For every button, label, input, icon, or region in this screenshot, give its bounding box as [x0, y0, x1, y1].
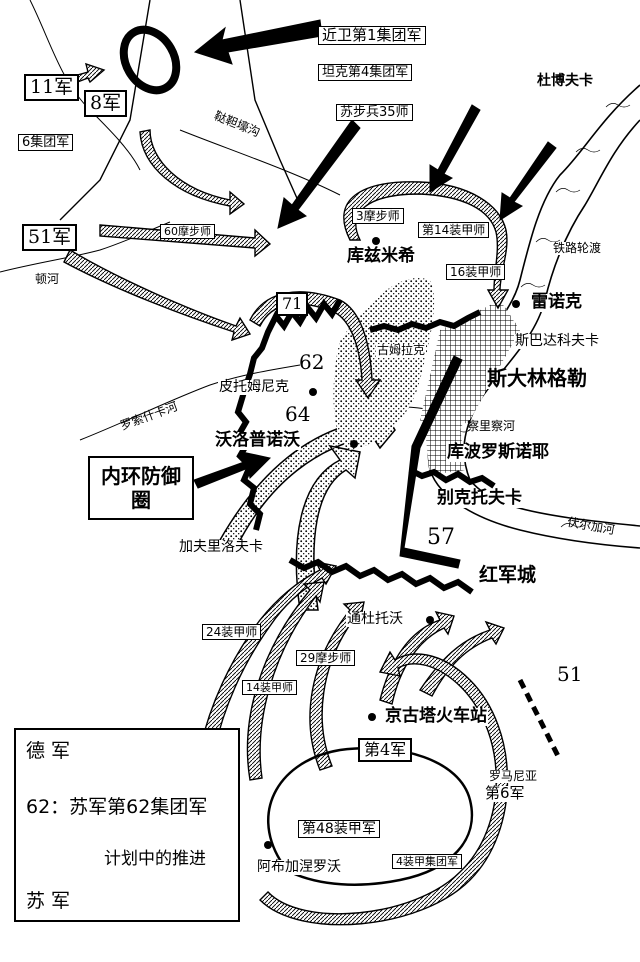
label-abganerovo: 阿布加涅罗沃: [256, 859, 342, 875]
label-guards1: 近卫第1集团军: [318, 26, 426, 45]
label-tsaritsa: 察里察河: [467, 419, 516, 433]
label-tank14: 第14装甲师: [418, 222, 490, 238]
label-beketovka: 别克托夫卡: [436, 488, 523, 508]
label-ferry: 铁路轮渡: [552, 241, 603, 255]
encirclement-ring: [119, 25, 181, 95]
label-rifle35: 苏步兵35师: [336, 104, 413, 121]
label-64: 64: [285, 402, 311, 426]
label-dubovka: 杜博夫卡: [536, 73, 594, 89]
label-romania6-a: 罗马尼亚: [488, 769, 539, 783]
label-gumrak: 古姆拉克: [376, 343, 427, 357]
city-grid-south: [425, 425, 465, 475]
town-markers: [264, 237, 520, 849]
label-57: 57: [427, 525, 455, 550]
railways: [59, 0, 301, 221]
label-tank16: 16装甲师: [446, 264, 506, 280]
legend: 德 军 62：苏军第62集团军 计划中的推进 苏 军: [14, 728, 240, 922]
label-71: 71: [276, 292, 309, 316]
city-area-dotted: [333, 278, 435, 450]
label-tank4army: 4装甲集团军: [392, 854, 462, 869]
legend-soviet: 苏 军: [26, 890, 71, 912]
label-inner-ring: 内环防御圈: [88, 456, 194, 520]
label-51: 51: [557, 662, 583, 686]
label-tank24: 24装甲师: [202, 624, 262, 640]
label-tank4: 坦克第4集团军: [318, 64, 413, 81]
label-army8: 8军: [84, 90, 128, 117]
label-tank48: 第48装甲军: [298, 820, 380, 838]
label-inf29: 29摩步师: [296, 650, 356, 666]
label-inf60: 60摩步师: [160, 224, 215, 239]
legend-note: 62：苏军第62集团军: [26, 796, 208, 818]
label-tank14b: 14装甲师: [242, 680, 297, 695]
label-army11: 11军: [24, 74, 80, 101]
label-kuporosnoye: 库波罗斯诺耶: [446, 442, 550, 462]
label-karpovka: 加夫里洛夫卡: [178, 539, 264, 555]
label-rynok: 雷诺克: [530, 292, 583, 312]
label-spartak: 斯巴达科夫卡: [514, 333, 600, 349]
label-voroponovo: 沃洛普诺沃: [214, 430, 301, 450]
label-pitomnik: 皮托姆尼克: [218, 379, 290, 395]
label-tundutovo: 通杜托沃: [346, 611, 404, 627]
label-stalingrad: 斯大林格勒: [486, 366, 588, 390]
label-romania6-b: 第6军: [484, 784, 526, 802]
label-inf3: 3摩步师: [352, 208, 404, 224]
label-kotluban: 京古塔火车站: [384, 706, 488, 726]
soviet-arrows: [193, 19, 557, 569]
legend-german: 德 军: [26, 740, 71, 762]
label-don: 顿河: [35, 272, 60, 286]
label-army4: 第4军: [358, 738, 413, 762]
legend-planned: 计划中的推进: [104, 849, 206, 869]
label-kuzmichi: 库兹米希: [346, 246, 416, 266]
railway-south: [517, 678, 563, 762]
label-red-army-town: 红军城: [478, 564, 538, 586]
city-grid: [420, 300, 520, 440]
label-army6: 6集团军: [18, 134, 74, 151]
label-62: 62: [299, 350, 325, 374]
label-army51: 51军: [22, 224, 78, 251]
